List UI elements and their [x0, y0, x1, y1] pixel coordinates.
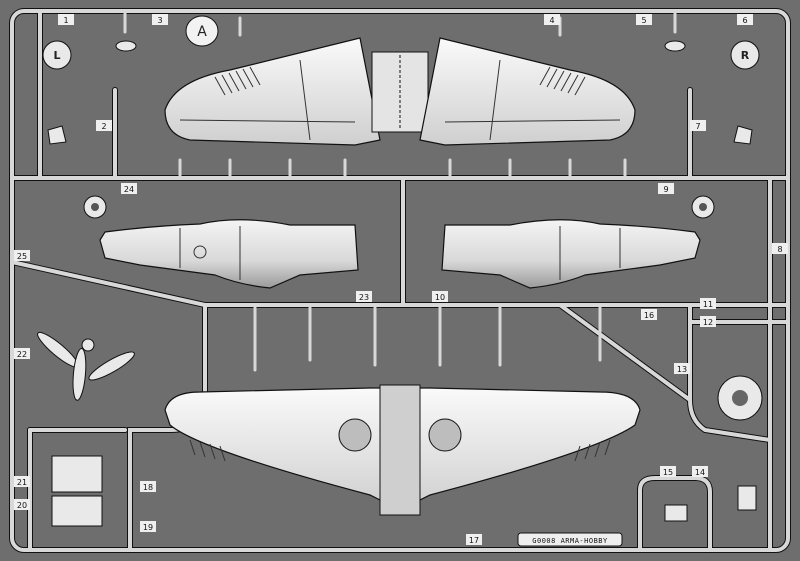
part-number-23: 23 — [359, 293, 369, 302]
part-number-18: 18 — [143, 483, 153, 492]
wheel-right — [730, 40, 760, 70]
part-number-14: 14 — [695, 468, 705, 477]
part-number-21: 21 — [17, 478, 27, 487]
part-number-9: 9 — [663, 185, 668, 194]
part-number-2: 2 — [101, 122, 106, 131]
part-number-3: 3 — [157, 16, 162, 25]
maker-text: G0008 ARMA-HOBBY — [532, 537, 608, 545]
part-number-15: 15 — [663, 468, 673, 477]
bracket-parts — [47, 40, 753, 145]
part-number-20: 20 — [17, 501, 27, 510]
spinner-left — [83, 195, 107, 219]
upper-wing-right — [419, 37, 636, 146]
wheel-left — [42, 40, 72, 70]
maker-plate: G0008 ARMA-HOBBY — [517, 532, 623, 547]
seat-part — [51, 455, 103, 527]
part-number-10: 10 — [435, 293, 445, 302]
part-number-4: 4 — [549, 16, 554, 25]
side-right-label: R — [741, 49, 750, 62]
side-left-label: L — [53, 49, 60, 62]
part-number-7: 7 — [695, 122, 700, 131]
runner-frame — [9, 8, 791, 553]
fuselage-half-left — [99, 219, 359, 289]
part-numbers: 1 2 3 4 5 6 7 8 9 10 11 12 13 14 15 16 1… — [14, 14, 788, 545]
part-number-1: 1 — [63, 16, 68, 25]
wing-center-section — [371, 51, 429, 133]
part-number-8: 8 — [777, 245, 782, 254]
fuselage-half-right — [441, 219, 701, 289]
part-number-22: 22 — [17, 350, 27, 359]
part-number-25: 25 — [17, 252, 27, 261]
sprue-letter: A — [197, 24, 207, 40]
spinner-right — [691, 195, 715, 219]
propeller — [37, 331, 135, 401]
part-number-17: 17 — [469, 536, 479, 545]
part-number-16: 16 — [644, 311, 654, 320]
upper-wing-left — [164, 37, 381, 146]
part-number-24: 24 — [124, 185, 134, 194]
radial-engine-part — [717, 375, 763, 421]
small-box-part — [664, 485, 757, 522]
part-number-13: 13 — [677, 365, 687, 374]
part-number-12: 12 — [703, 318, 713, 327]
part-number-19: 19 — [143, 523, 153, 532]
lower-wing — [164, 384, 641, 516]
sprue-letter-badge: A — [185, 15, 219, 47]
part-number-5: 5 — [641, 16, 646, 25]
part-number-11: 11 — [703, 300, 713, 309]
part-number-6: 6 — [742, 16, 747, 25]
